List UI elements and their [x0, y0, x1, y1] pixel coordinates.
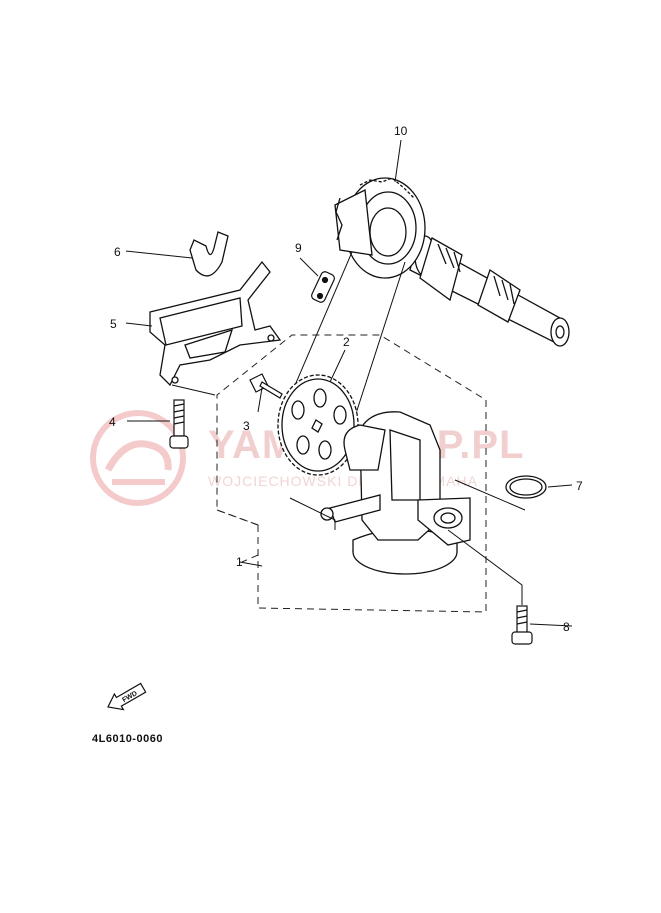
guide-plate-5 — [149, 260, 282, 387]
sprocket-2 — [277, 374, 359, 476]
callout-4: 4 — [109, 415, 116, 429]
clip-6 — [189, 231, 229, 277]
callouts: 1 2 3 4 5 6 7 8 9 10 — [109, 124, 583, 634]
part-code: 4L6010-0060 — [92, 733, 163, 745]
callout-1: 1 — [236, 555, 243, 569]
o-ring-7 — [505, 475, 547, 499]
oil-pump-assembly-1 — [320, 411, 471, 575]
fwd-arrow-icon: FWD — [107, 682, 147, 711]
bolt-4 — [169, 399, 189, 449]
callout-6: 6 — [114, 245, 121, 259]
callout-10: 10 — [394, 124, 408, 138]
callout-7: 7 — [576, 479, 583, 493]
leader-lines — [125, 139, 573, 627]
callout-8: 8 — [563, 620, 570, 634]
watermark-logo-icon — [90, 410, 186, 506]
callout-5: 5 — [110, 317, 117, 331]
callout-3: 3 — [243, 419, 250, 433]
fwd-label: FWD — [121, 690, 138, 704]
callout-9: 9 — [295, 241, 302, 255]
assembly-outline — [216, 334, 487, 613]
drive-gear-10 — [334, 177, 426, 279]
chain-9 — [311, 271, 335, 303]
bolt-3 — [249, 373, 283, 399]
callout-2: 2 — [343, 335, 350, 349]
bolt-8 — [511, 605, 533, 645]
drive-shaft — [409, 235, 570, 347]
